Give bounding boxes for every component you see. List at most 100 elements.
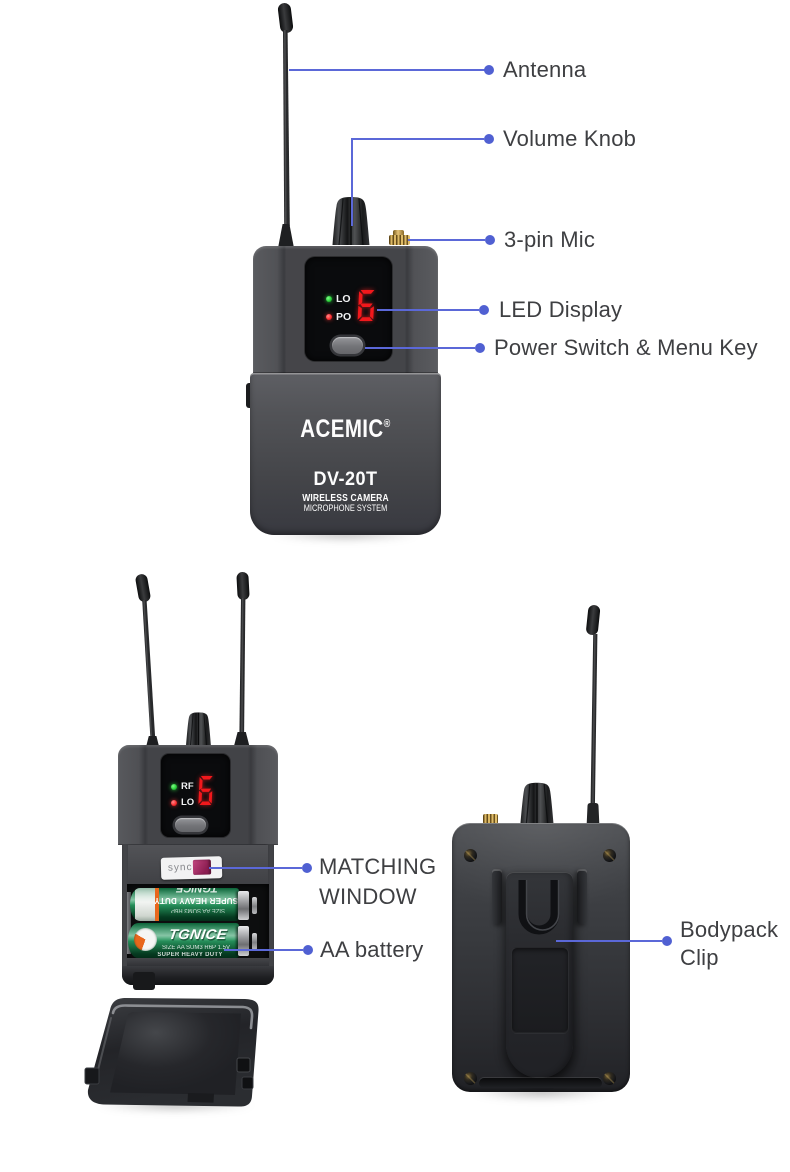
front-lower-body: ACEMIC® DV-20T WIRELESS CAMERA MICROPHON… — [250, 373, 441, 535]
antenna-cap — [586, 605, 601, 635]
door-latch-left — [84, 1067, 100, 1085]
battery-top-orange-stripe — [155, 888, 159, 921]
seven-segment-digit — [357, 290, 375, 321]
open-view-antenna-right — [234, 572, 250, 746]
battery-bottom-contact — [252, 933, 257, 950]
brand-wordmark: ACEMIC® — [267, 415, 424, 444]
antenna-base — [278, 224, 294, 246]
back-view-volume-knob — [520, 782, 554, 825]
digit-segment-a — [360, 290, 375, 294]
door-latch-right-1 — [236, 1057, 251, 1073]
antenna-cap — [236, 572, 250, 600]
volume-knob-callout-line — [351, 138, 484, 140]
volume-knob-callout-dot — [484, 134, 494, 144]
led-display-callout-dot — [479, 305, 489, 315]
antenna-cap — [277, 3, 294, 33]
battery-top-size-text: SIZE AA SUM3 R6P — [170, 907, 226, 913]
screw-bottom-right — [603, 1072, 616, 1085]
matching-window-label-line2: WINDOW — [319, 884, 417, 909]
clip-u-groove — [518, 880, 560, 935]
battery-top-text: SUPER HEAVY DUTY — [154, 896, 238, 905]
aa-battery-label: AA battery — [320, 937, 424, 962]
digit-segment-c — [208, 791, 213, 804]
knob-rib-right — [358, 198, 364, 245]
battery-top-cap — [238, 891, 249, 920]
digit-segment-c — [370, 306, 374, 320]
door-rim-highlight — [111, 1004, 254, 1030]
digit-segment-e — [357, 305, 362, 320]
bodypack-clip-label: Bodypack Clip — [680, 916, 778, 972]
battery-bottom-brand: TGNICE — [167, 926, 229, 942]
mic-connector — [393, 230, 404, 236]
open-power-switch-button — [175, 818, 206, 832]
aa-battery-top: TGNICE SUPER HEAVY DUTY SIZE AA SUM3 R6P — [130, 888, 239, 921]
led-label-lo2: LO — [181, 797, 195, 808]
open-view-volume-knob — [186, 712, 211, 746]
bodypack-clip-label-line1: Bodypack — [680, 917, 779, 942]
battery-top-brand-sliver: TGNICE — [176, 888, 218, 894]
aa-battery-callout-line — [224, 949, 303, 951]
mic-connector-base — [389, 235, 410, 245]
digit-segment-g — [359, 303, 373, 307]
clip-recess-panel — [511, 947, 569, 1034]
back-view-mic-connector — [483, 814, 498, 824]
battery-bottom-size-text: SIZE AA SUM3 R6P 1.5V — [162, 945, 230, 951]
open-green-led — [171, 784, 177, 790]
screw-top-left — [464, 849, 477, 862]
led-label-rf: RF — [181, 781, 194, 792]
clip-spring-u-groove — [518, 880, 560, 935]
digit-segment-a — [200, 776, 213, 780]
open-view-head: RF LO — [118, 745, 278, 845]
compartment-floor — [122, 966, 274, 985]
digit-segment-f — [358, 291, 363, 306]
clip-side-tab-right — [577, 869, 587, 924]
bay-bottom-ledge — [127, 958, 269, 966]
knob-rib-right — [543, 784, 549, 825]
aa-battery-bottom: TGNICE SIZE AA SUM3 R6P 1.5V SUPER HEAVY… — [128, 923, 239, 958]
led-display-callout-line — [377, 309, 479, 311]
back-view-antenna — [586, 605, 601, 828]
knob-rib-left — [338, 198, 344, 245]
registered-mark: ® — [383, 418, 391, 430]
matching-window-label-line1: MATCHING — [319, 854, 437, 879]
antenna-base-sleeve — [586, 803, 600, 828]
antenna-callout-line — [289, 69, 485, 71]
green-led — [326, 295, 332, 302]
mic-callout-line — [408, 239, 485, 241]
matching-window-label: MATCHING WINDOW — [319, 852, 436, 912]
mic-label: 3-pin Mic — [504, 227, 596, 252]
model-text: DV-20T — [313, 469, 378, 490]
knob-rib-right — [203, 713, 208, 746]
door-hinge — [133, 972, 155, 990]
red-led — [326, 314, 332, 320]
battery-bottom-text: SUPER HEAVY DUTY — [157, 951, 223, 958]
battery-top-white-band — [135, 888, 155, 921]
matching-window-callout-dot — [302, 863, 312, 873]
screw-bottom-left — [464, 1072, 477, 1085]
power-switch-button — [332, 337, 363, 354]
antenna — [277, 3, 294, 246]
screw-top-right — [603, 849, 616, 862]
digit-segment-g — [200, 788, 212, 792]
open-channel-digit — [198, 776, 213, 805]
digit-segment-f — [199, 777, 203, 791]
power-switch-callout-dot — [475, 343, 485, 353]
power-switch-callout-line — [365, 347, 475, 349]
antenna-shaft-highlight — [143, 600, 153, 738]
open-view-led-display: RF LO — [161, 754, 230, 837]
bodypack-clip-callout-line — [556, 940, 662, 942]
brand-text: ACEMIC — [300, 415, 384, 443]
led-label-lo: LO — [336, 292, 351, 305]
door-bottom-recess — [187, 1093, 214, 1103]
knob-rib-left — [525, 784, 531, 825]
clip-side-tab-left — [492, 869, 502, 924]
side-latch — [246, 383, 252, 408]
channel-digit — [357, 290, 375, 321]
knob-rib-left — [189, 713, 194, 746]
power-switch-label: Power Switch & Menu Key — [494, 335, 758, 360]
door-latch-right-2 — [241, 1076, 254, 1090]
antenna-cap — [135, 574, 151, 602]
volume-knob-label: Volume Knob — [503, 126, 637, 151]
battery-top-contact — [252, 897, 257, 914]
